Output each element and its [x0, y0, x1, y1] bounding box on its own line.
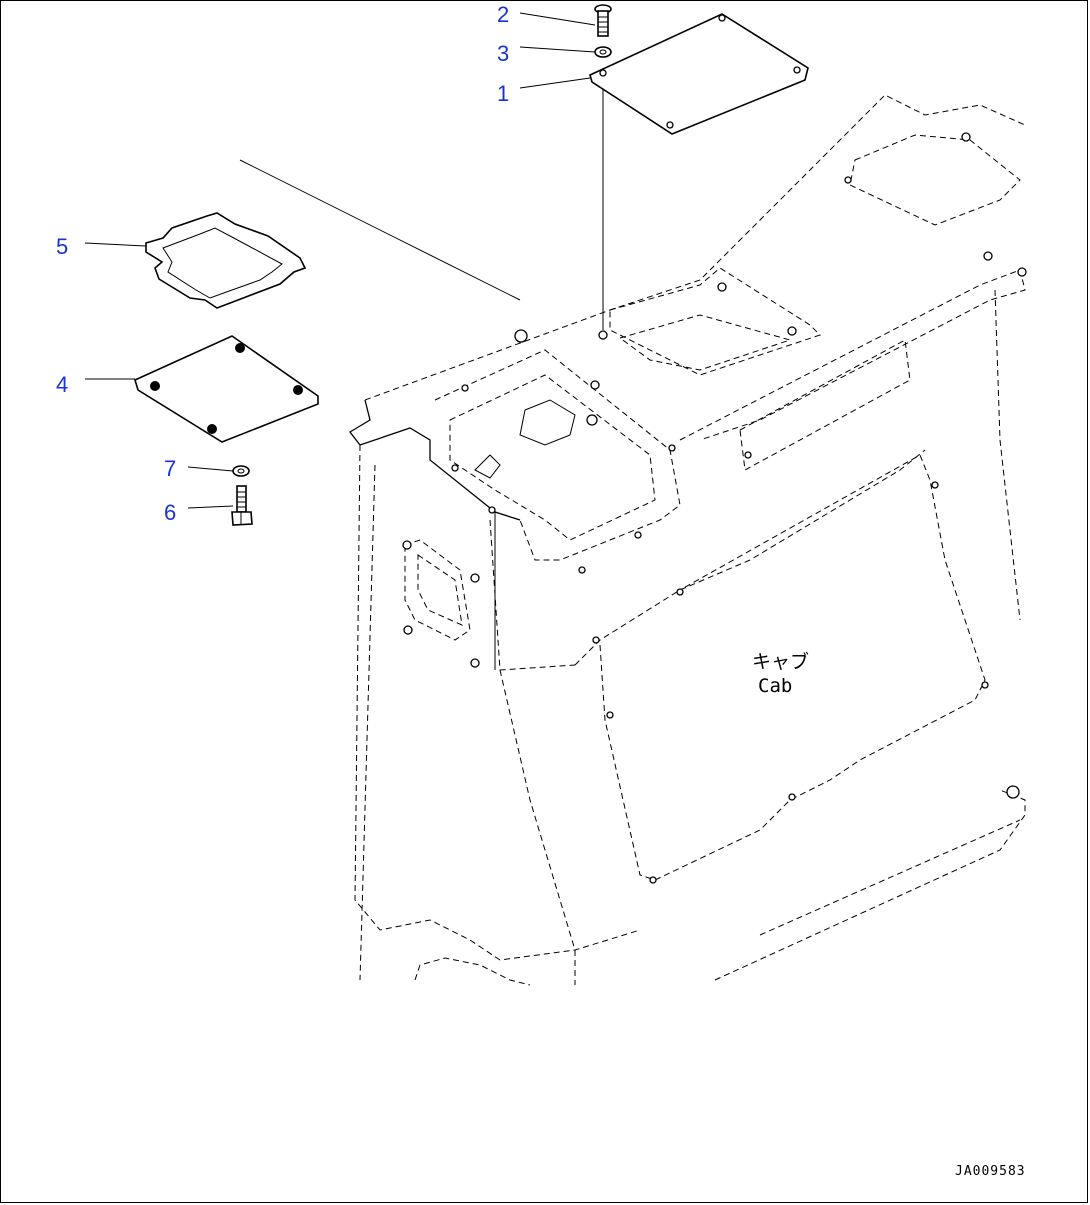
cab-structure: [239, 82, 1027, 986]
cab-label-english: Cab: [758, 675, 792, 697]
part-7-washer: [232, 465, 250, 477]
part-5-gasket: [145, 212, 307, 309]
callout-6: 6: [164, 500, 176, 525]
leader-5: [84, 242, 147, 247]
leader-6: [187, 505, 234, 509]
callout-5: 5: [56, 234, 68, 259]
callout-7: 7: [164, 456, 176, 481]
leader-2: [519, 12, 596, 26]
callout-2: 2: [497, 2, 509, 27]
part-4-cover: [134, 335, 319, 443]
part-1-cover-plate: [589, 13, 809, 135]
leader-3: [519, 46, 596, 53]
callout-1: 1: [497, 81, 509, 106]
leader-1: [519, 77, 591, 89]
callout-3: 3: [497, 41, 509, 66]
leader-lines: [84, 12, 596, 509]
part-3-washer: [594, 46, 612, 58]
leader-7: [187, 466, 234, 472]
part-2-bolt: [594, 4, 612, 37]
cab-label-japanese: キャブ: [752, 650, 809, 673]
drawing-id: JA009583: [955, 1164, 1026, 1179]
callout-4: 4: [56, 372, 68, 397]
part-6-bolt: [231, 485, 253, 526]
